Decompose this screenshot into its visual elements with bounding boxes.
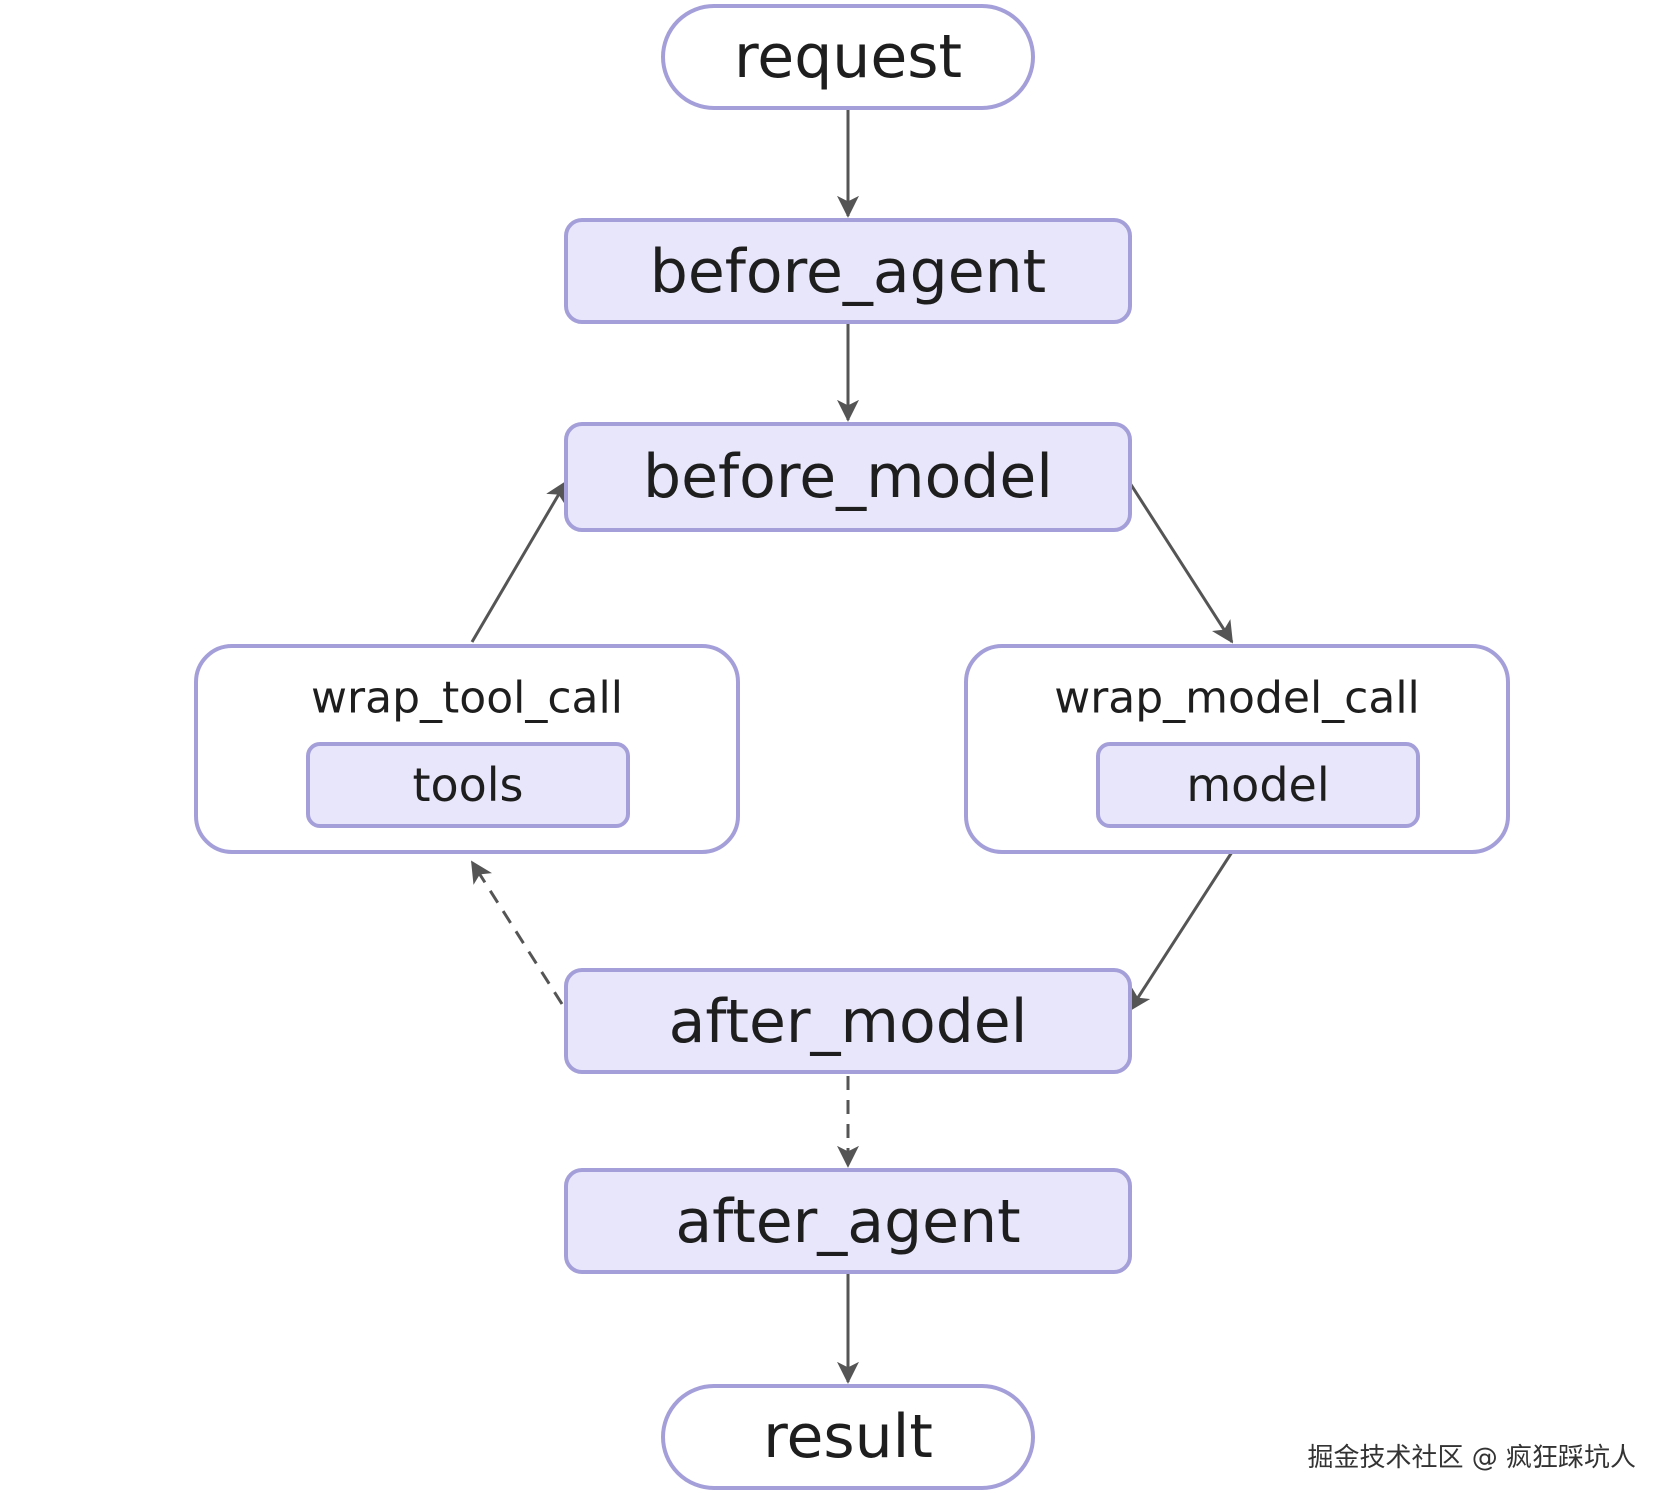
node-after-model: after_model: [564, 968, 1132, 1074]
node-wrap-tool-call: wrap_tool_call tools: [194, 644, 740, 854]
node-tools: tools: [306, 742, 630, 828]
node-request: request: [661, 4, 1035, 110]
edge-wrap-model-call-to-after-model: [1128, 851, 1234, 1012]
node-before-agent-label: before_agent: [650, 237, 1046, 307]
edges: [470, 108, 1234, 1384]
node-tools-label: tools: [412, 758, 523, 812]
node-result: result: [661, 1384, 1035, 1490]
node-after-agent-label: after_agent: [675, 1187, 1020, 1257]
node-before-model: before_model: [564, 422, 1132, 532]
node-wrap-model-call-label: wrap_model_call: [1054, 673, 1420, 724]
node-model-label: model: [1186, 758, 1329, 812]
edge-wrap-tool-call-to-before-model: [470, 480, 568, 643]
edge-before-model-to-wrap-model-call: [1126, 479, 1234, 644]
node-before-model-label: before_model: [643, 442, 1053, 512]
node-wrap-model-call: wrap_model_call model: [964, 644, 1510, 854]
node-request-label: request: [734, 22, 962, 92]
node-after-model-label: after_model: [669, 987, 1028, 1057]
node-wrap-tool-call-label: wrap_tool_call: [311, 673, 623, 724]
node-after-agent: after_agent: [564, 1168, 1132, 1274]
node-result-label: result: [763, 1402, 933, 1472]
edge-after-model-to-wrap-tool-call: [470, 860, 564, 1005]
node-before-agent: before_agent: [564, 218, 1132, 324]
node-model: model: [1096, 742, 1420, 828]
watermark-text: 掘金技术社区 @ 疯狂踩坑人: [1307, 1443, 1636, 1473]
